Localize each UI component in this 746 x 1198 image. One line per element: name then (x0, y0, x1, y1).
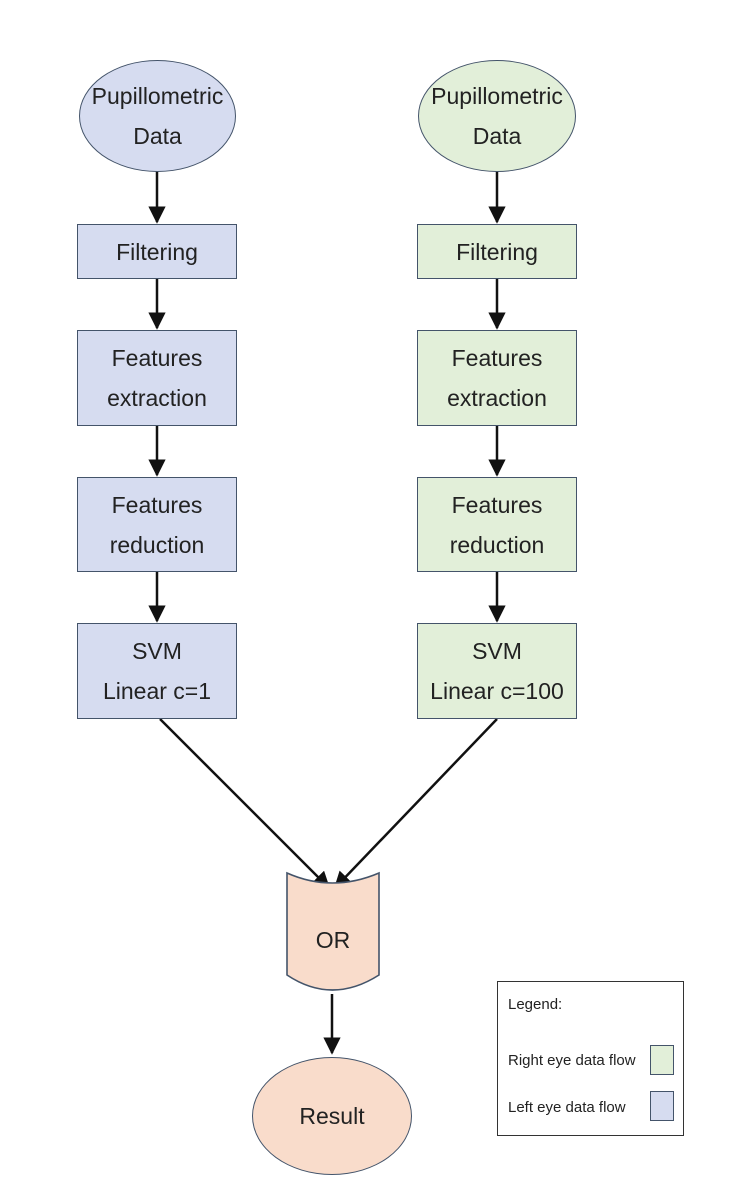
left-input-line-2: Data (133, 123, 182, 149)
arrow-right-svm-to-or (333, 718, 498, 890)
left-reduction-node: Features reduction (77, 477, 237, 572)
right-input-node: Pupillometric Data (418, 60, 576, 172)
left-svm-line-2: Linear c=1 (102, 678, 212, 704)
right-filtering-label: Filtering (456, 238, 538, 265)
legend-title: Legend: (508, 996, 563, 1013)
right-reduction-line-2: reduction (449, 531, 545, 558)
legend: Legend: Right eye data flow Left eye dat… (497, 981, 684, 1136)
arrow-left-svm-to-or (159, 718, 331, 890)
left-filtering-label: Filtering (116, 238, 198, 265)
legend-right-eye-label: Right eye data flow (508, 1052, 636, 1069)
result-node: Result (252, 1057, 412, 1175)
right-input-line-1: Pupillometric (431, 83, 563, 109)
left-input-node: Pupillometric Data (79, 60, 236, 172)
right-extraction-node: Features extraction (417, 330, 577, 426)
right-reduction-line-1: Features (451, 491, 543, 518)
or-label: OR (315, 926, 351, 953)
right-input-line-2: Data (472, 123, 522, 149)
left-extraction-line-1: Features (111, 345, 203, 371)
left-extraction-node: Features extraction (77, 330, 237, 426)
right-svm-node: SVM Linear c=100 (417, 623, 577, 719)
or-node: OR (287, 890, 379, 990)
right-filtering-node: Filtering (417, 224, 577, 279)
result-label: Result (299, 1103, 365, 1129)
right-reduction-node: Features reduction (417, 477, 577, 572)
right-svm-line-1: SVM (472, 638, 522, 664)
or-shape (286, 871, 380, 991)
left-svm-line-1: SVM (132, 638, 182, 664)
legend-right-eye-swatch (650, 1045, 674, 1075)
right-extraction-line-1: Features (451, 345, 543, 371)
left-svm-node: SVM Linear c=1 (77, 623, 237, 719)
legend-left-eye-swatch (650, 1091, 674, 1121)
right-extraction-line-2: extraction (447, 385, 547, 411)
left-input-line-1: Pupillometric (91, 83, 224, 109)
legend-left-eye-label: Left eye data flow (508, 1099, 626, 1116)
left-filtering-node: Filtering (77, 224, 237, 279)
left-extraction-line-2: extraction (107, 385, 207, 411)
left-reduction-line-2: reduction (109, 531, 205, 558)
right-svm-line-2: Linear c=100 (430, 678, 564, 704)
left-reduction-line-1: Features (111, 491, 203, 518)
